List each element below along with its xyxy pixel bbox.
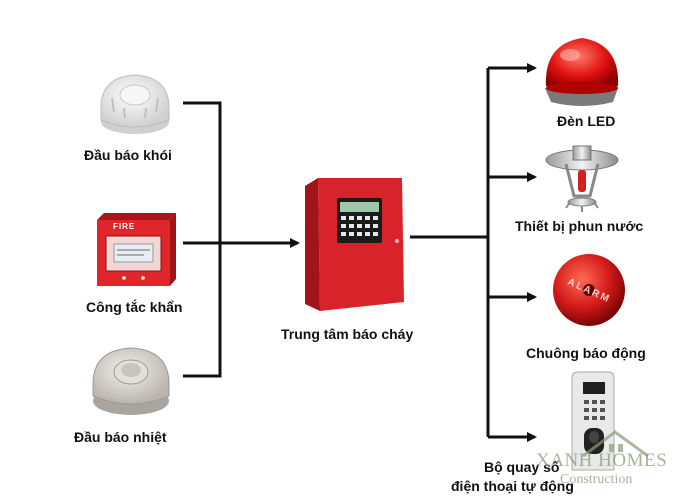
fire-alarm-panel-icon: [305, 178, 404, 311]
smoke-detector-line: [183, 101, 222, 378]
auto-dialer-icon: [571, 371, 615, 471]
watermark-logo-icon: [582, 430, 649, 458]
dialer-label-line1: Bộ quay số: [484, 459, 560, 475]
watermark-brand: XANH HOMES: [536, 450, 668, 471]
connector-lines: [183, 63, 537, 442]
smoke-detector-icon: [100, 74, 170, 134]
watermark-sub: Construction: [560, 472, 633, 487]
bell-label: Chuông báo động: [526, 345, 646, 361]
panel-label: Trung tâm báo cháy: [281, 326, 414, 342]
panel-keypad: [341, 216, 378, 236]
sprinkler-label: Thiết bị phun nước: [515, 218, 644, 234]
sprinkler-icon: [545, 145, 619, 212]
heat-detector-icon: [92, 347, 170, 415]
heat-detector-label: Đầu báo nhiệt: [74, 429, 167, 445]
call-point-sign: FIRE: [113, 222, 136, 231]
dialer-keypad: [584, 400, 605, 420]
led-light-icon: [545, 38, 619, 106]
call-point-label: Công tắc khẩn: [86, 299, 183, 315]
led-label: Đèn LED: [557, 113, 616, 129]
smoke-detector-label: Đầu báo khói: [84, 147, 172, 163]
manual-call-point-icon: [97, 213, 176, 286]
alarm-bell-icon: [553, 254, 625, 326]
dialer-label-line2: điện thoại tự động: [451, 478, 574, 494]
